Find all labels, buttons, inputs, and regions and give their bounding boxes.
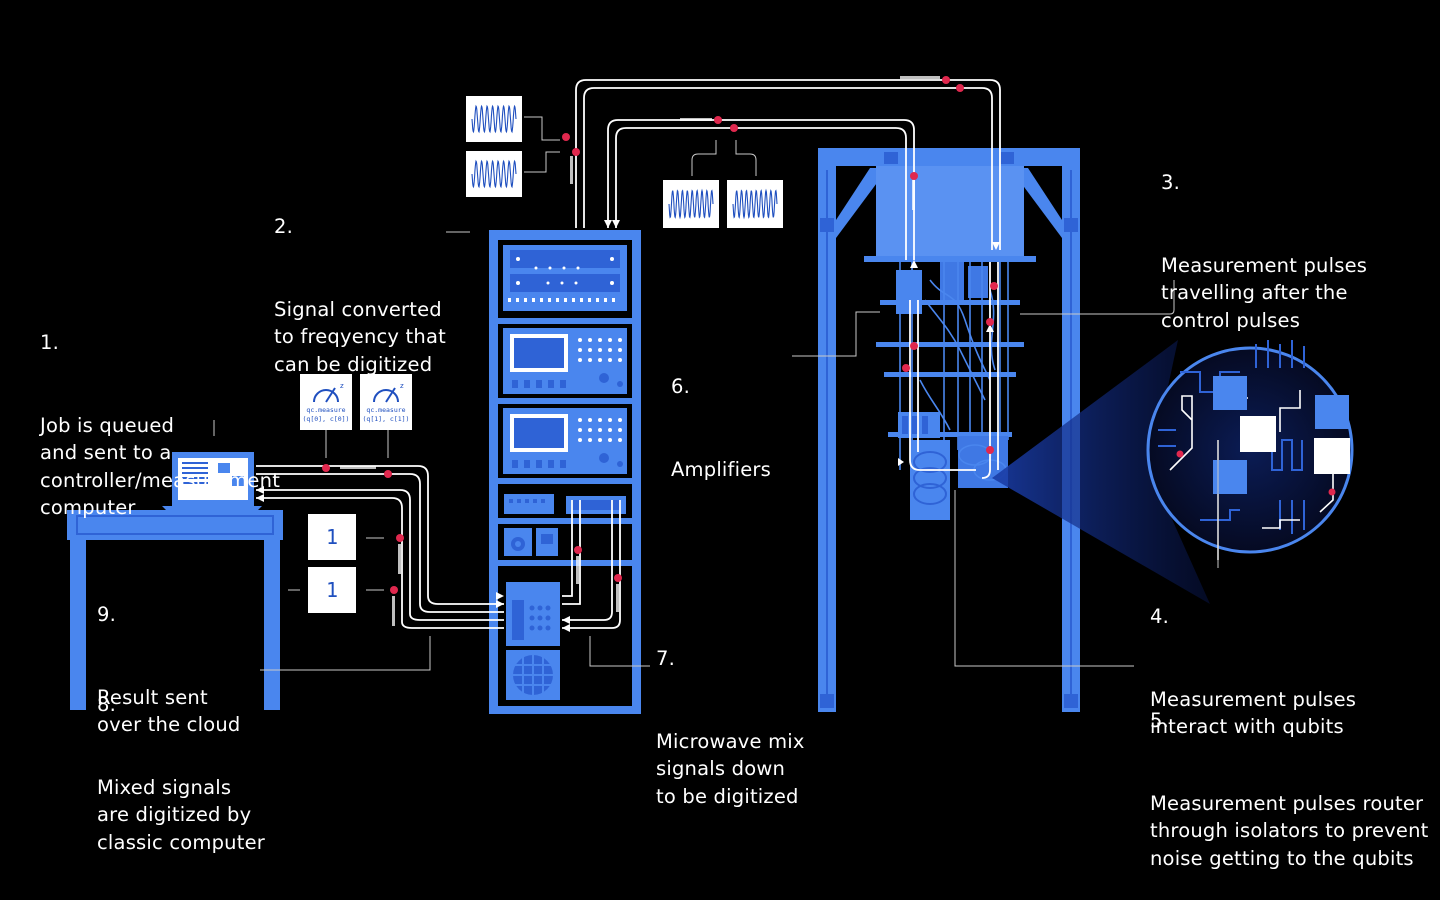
step-7-label: 7. Microwave mix signals down to be digi…	[656, 590, 805, 838]
step-1-label: 1. Job is queued and sent to a controlle…	[40, 274, 280, 549]
step-number: 7.	[656, 647, 676, 670]
step-text: Mixed signals are digitized by classic c…	[97, 775, 265, 854]
signal-wires	[256, 79, 1001, 629]
step-5-label: 5. Measurement pulses router through iso…	[1150, 652, 1429, 900]
measure-op-name: qc.measure	[306, 406, 346, 414]
pulse-markers	[322, 76, 998, 626]
step-text: Result sent over the cloud	[97, 685, 241, 737]
result-bit-0: 1	[308, 514, 356, 560]
step-text: Job is queued and sent to a controller/m…	[40, 413, 281, 520]
step-number: 5.	[1150, 709, 1170, 732]
step-number: 1.	[40, 331, 60, 354]
step-9-label: 9. Result sent over the cloud	[97, 546, 241, 766]
step-number: 2.	[274, 215, 294, 238]
step-number: 9.	[97, 603, 117, 626]
svg-text:z: z	[400, 382, 404, 390]
step-text: Microwave mix signals down to be digitiz…	[656, 729, 805, 808]
step-text: Measurement pulses router through isolat…	[1150, 791, 1429, 870]
desk	[67, 510, 283, 710]
waveform-trace	[471, 159, 517, 189]
leader-lines	[213, 116, 1219, 671]
measure-op-args: (q[1], c[1])	[362, 415, 410, 423]
fridge-frame	[818, 148, 1080, 712]
waveform-trace	[668, 188, 714, 220]
diagram-artwork	[67, 76, 1354, 714]
step-3-label: 3. Measurement pulses travelling after t…	[1161, 114, 1367, 362]
gauge-icon: z	[373, 382, 404, 403]
step-2-label: 2. Signal converted to freqyency that ca…	[274, 158, 446, 406]
step-text: Measurement pulses travelling after the …	[1161, 253, 1368, 332]
waveform-trace	[732, 188, 778, 220]
measure-op-name: qc.measure	[366, 406, 406, 414]
step-text: Amplifiers	[671, 457, 772, 481]
wire-arrows	[256, 220, 1000, 632]
step-6-label: 6. Amplifiers	[671, 318, 771, 511]
zoom-beam	[992, 340, 1210, 604]
svg-text:z: z	[340, 382, 344, 390]
qubit-chip-zoom	[1146, 340, 1354, 560]
laptop	[162, 452, 262, 512]
step-number: 4.	[1150, 605, 1170, 628]
result-bit-1: 1	[308, 567, 356, 613]
step-text: Signal converted to freqyency that can b…	[274, 297, 446, 376]
measure-card-0: z qc.measure (q[0], c[0])	[300, 374, 352, 430]
step-4-label: 4. Measurement pulses interact with qubi…	[1150, 548, 1356, 768]
measure-card-1: z qc.measure (q[1], c[1])	[360, 374, 412, 430]
step-text: Measurement pulses interact with qubits	[1150, 687, 1357, 739]
step-8-label: 8. Mixed signals are digitized by classi…	[97, 636, 265, 884]
step-number: 8.	[97, 693, 117, 716]
step-number: 6.	[671, 375, 691, 398]
fridge-internals	[876, 262, 1024, 520]
quantum-measurement-diagram: z qc.measure (q[0], c[0]) z qc.measure (…	[40, 76, 1428, 870]
step-number: 3.	[1161, 171, 1181, 194]
measure-op-args: (q[0], c[0])	[302, 415, 350, 423]
gauge-icon: z	[313, 382, 344, 403]
waveform-cards	[466, 96, 783, 228]
waveform-trace	[471, 104, 517, 134]
equipment-rack	[489, 230, 641, 714]
